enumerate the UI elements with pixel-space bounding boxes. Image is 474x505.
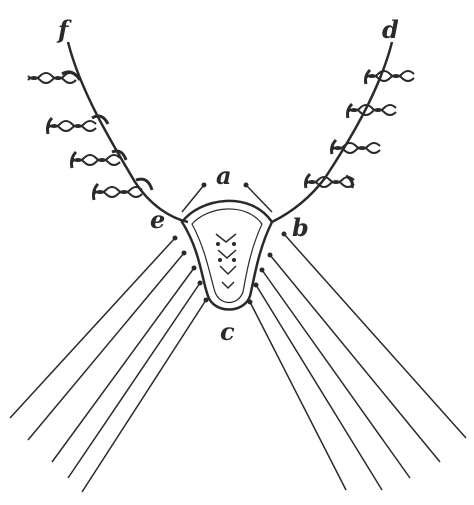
label-b: b [292, 213, 309, 242]
label-f: f [56, 15, 72, 44]
right-suture-1 [364, 68, 415, 85]
upper-suture-lines [181, 184, 273, 213]
left-suture-3 [70, 149, 128, 169]
left-suture-1 [27, 70, 82, 84]
left-threads [9, 237, 207, 493]
right-sutures [304, 68, 415, 189]
right-suture-4 [304, 172, 355, 189]
right-suture-2 [346, 102, 397, 119]
left-sutures [27, 70, 154, 201]
flap-stitch-marks [215, 233, 237, 290]
label-c: c [220, 317, 235, 346]
left-suture-4 [92, 177, 154, 201]
right-suture-3 [330, 138, 381, 155]
label-d: d [382, 15, 399, 44]
label-a: a [216, 161, 232, 190]
left-incision-line [66, 41, 189, 224]
left-suture-2 [46, 114, 110, 135]
right-threads [249, 233, 467, 491]
flap-inner [191, 208, 263, 304]
flap-outer [180, 199, 274, 311]
right-incision-line [271, 41, 394, 224]
label-e: e [150, 205, 165, 234]
